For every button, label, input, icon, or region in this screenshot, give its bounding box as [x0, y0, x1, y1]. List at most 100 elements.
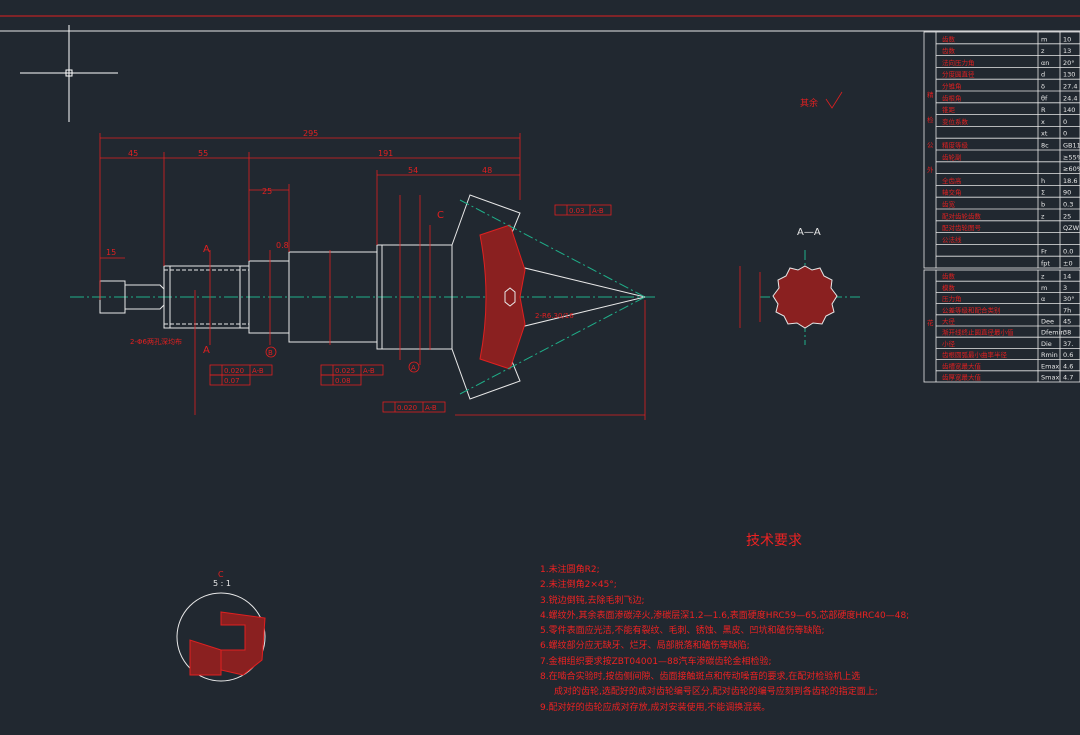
table-cell: 0.0: [1063, 248, 1073, 256]
table-cell: 齿厚宽最大值: [942, 373, 982, 382]
table-cell: m: [1041, 284, 1047, 292]
dim-15: 15: [106, 248, 116, 257]
detail-c-view: [176, 592, 266, 682]
table-cell: R: [1041, 106, 1046, 114]
table-cell: fpt: [1041, 260, 1050, 268]
table-cell: 锥距: [942, 105, 956, 114]
table-cell: 45: [1063, 318, 1071, 326]
table-cell: 小径: [942, 339, 956, 348]
table-cell: 齿根角: [942, 93, 962, 102]
dimension-texts: 295 45 55 191 54 48 15 25 0.8: [106, 129, 492, 257]
table-cell: 38: [1063, 329, 1071, 337]
table-cell: 90: [1063, 189, 1071, 197]
table-cell: Die: [1041, 340, 1052, 348]
table-cell: 配对齿轮齿数: [942, 211, 982, 220]
table-side-label: 检: [927, 115, 934, 124]
tol-3-runout: 0.08: [335, 377, 351, 385]
table-cell: 精度等级: [942, 141, 969, 150]
table-cell: 齿宽: [942, 200, 956, 209]
tol-3-ref: A-B: [363, 367, 375, 375]
tolerance-frames: [209, 204, 612, 413]
table-cell: 齿数: [942, 34, 956, 43]
datum-a-label: A: [411, 364, 416, 372]
section-mark-a-bottom: A: [203, 345, 210, 356]
table-cell: 大径: [942, 317, 956, 326]
table-cell: QZW: [1063, 224, 1080, 232]
table-cell: Smax: [1041, 374, 1059, 382]
crosshair-cursor-icon: [20, 25, 118, 122]
note-holes: 2-Φ6两孔深均布: [130, 337, 182, 346]
table-cell: 法向压力角: [942, 58, 975, 67]
tech-requirement-item: 5.零件表面应光洁,不能有裂纹、毛刺、锈蚀、黑皮、凹坑和磕伤等缺陷;: [540, 626, 825, 637]
table-cell: Rmin: [1041, 351, 1058, 359]
table-cell: Fr: [1041, 248, 1047, 256]
tech-requirement-item: 7.金相组织要求按ZBT04001—88汽车渗碳齿轮金相检验;: [540, 656, 772, 667]
table-cell: 8c: [1041, 142, 1049, 150]
tol-4-value: 0.020: [397, 404, 417, 412]
table-cell: 3: [1063, 284, 1067, 292]
dimension-lines: [99, 133, 646, 420]
table-cell: Σ: [1041, 189, 1045, 197]
table-cell: z: [1041, 212, 1045, 220]
table-cell: 0: [1063, 118, 1067, 126]
tol-2-ref: A-B: [252, 367, 264, 375]
tech-requirement-item: 3.锐边倒钝,去除毛刺飞边;: [540, 595, 645, 606]
table-cell: GB11: [1063, 142, 1080, 150]
table-cell: 30°: [1063, 295, 1075, 303]
tol-1-ref: A-B: [592, 207, 604, 215]
dim-55: 55: [198, 149, 208, 158]
table-cell: 20°: [1063, 59, 1075, 67]
section-aa-view: [739, 250, 860, 345]
tech-requirement-item: 9.配对好的齿轮应成对存放,成对安装使用,不能调换混装。: [540, 702, 771, 713]
table-cell: 14: [1063, 273, 1071, 281]
dim-295: 295: [303, 129, 318, 138]
table-cell: 13: [1063, 47, 1071, 55]
table-cell: 0.6: [1063, 351, 1073, 359]
table-cell: αn: [1041, 59, 1049, 67]
tech-requirement-item: 6.螺纹部分应无缺牙、烂牙、局部脱落和磕伤等缺陷;: [540, 641, 750, 652]
table-cell: d: [1041, 71, 1045, 79]
tol-2-value: 0.020: [224, 367, 244, 375]
table-cell: 齿数: [942, 272, 956, 281]
table-cell: x: [1041, 118, 1045, 126]
table-cell: 渐开线终止圆直径最小值: [942, 328, 1014, 337]
roughness-rest-label: 其余: [800, 97, 818, 109]
table-cell: 压力角: [942, 294, 962, 303]
table-cell: z: [1041, 273, 1045, 281]
point-c-label: C: [437, 210, 444, 221]
table-cell: 齿根圆弧最小曲率半径: [942, 350, 1008, 359]
table-cell: 4.7: [1063, 374, 1073, 382]
table-cell: 140: [1063, 106, 1075, 114]
table-cell: 7h: [1063, 306, 1071, 314]
table-side-label: 精: [927, 90, 934, 99]
dim-191: 191: [378, 149, 393, 158]
table-cell: 公法线: [942, 235, 962, 244]
detail-c-scale: 5 : 1: [213, 579, 231, 588]
dim-25: 25: [262, 187, 272, 196]
tech-requirement-item: 4.螺纹外,其余表面渗碳淬火,渗碳层深1.2—1.6,表面硬度HRC59—65,…: [540, 610, 910, 621]
table-cell: 分锥角: [942, 82, 962, 91]
table-cell: 变位系数: [942, 117, 969, 126]
section-aa-label: A—A: [797, 227, 821, 238]
table-cell: Dee: [1041, 318, 1054, 326]
dim-0-8: 0.8: [276, 241, 289, 250]
table-cell: 24.4: [1063, 94, 1077, 102]
table-cell: δ: [1041, 83, 1045, 91]
table-side-label: 公: [927, 141, 934, 149]
section-marks: A A C: [203, 210, 444, 356]
tech-requirements-title: 技术要求: [746, 533, 802, 549]
roughness-symbol-icon: [825, 91, 843, 109]
detail-c-label: C: [218, 570, 224, 579]
table-cell: 分度圆直径: [942, 70, 975, 79]
table-cell: 0: [1063, 130, 1067, 138]
table-cell: 37.: [1063, 340, 1073, 348]
table-cell: θf: [1041, 94, 1048, 102]
dim-48: 48: [482, 166, 492, 175]
tech-requirement-item: 2.未注倒角2×45°;: [540, 580, 617, 591]
gear-section-hatch: [479, 224, 526, 370]
table-cell: Emax: [1041, 362, 1059, 370]
datum-b-label: B: [268, 349, 273, 357]
table-cell: ≥60%: [1063, 165, 1080, 173]
tol-1-value: 0.03: [569, 207, 585, 215]
